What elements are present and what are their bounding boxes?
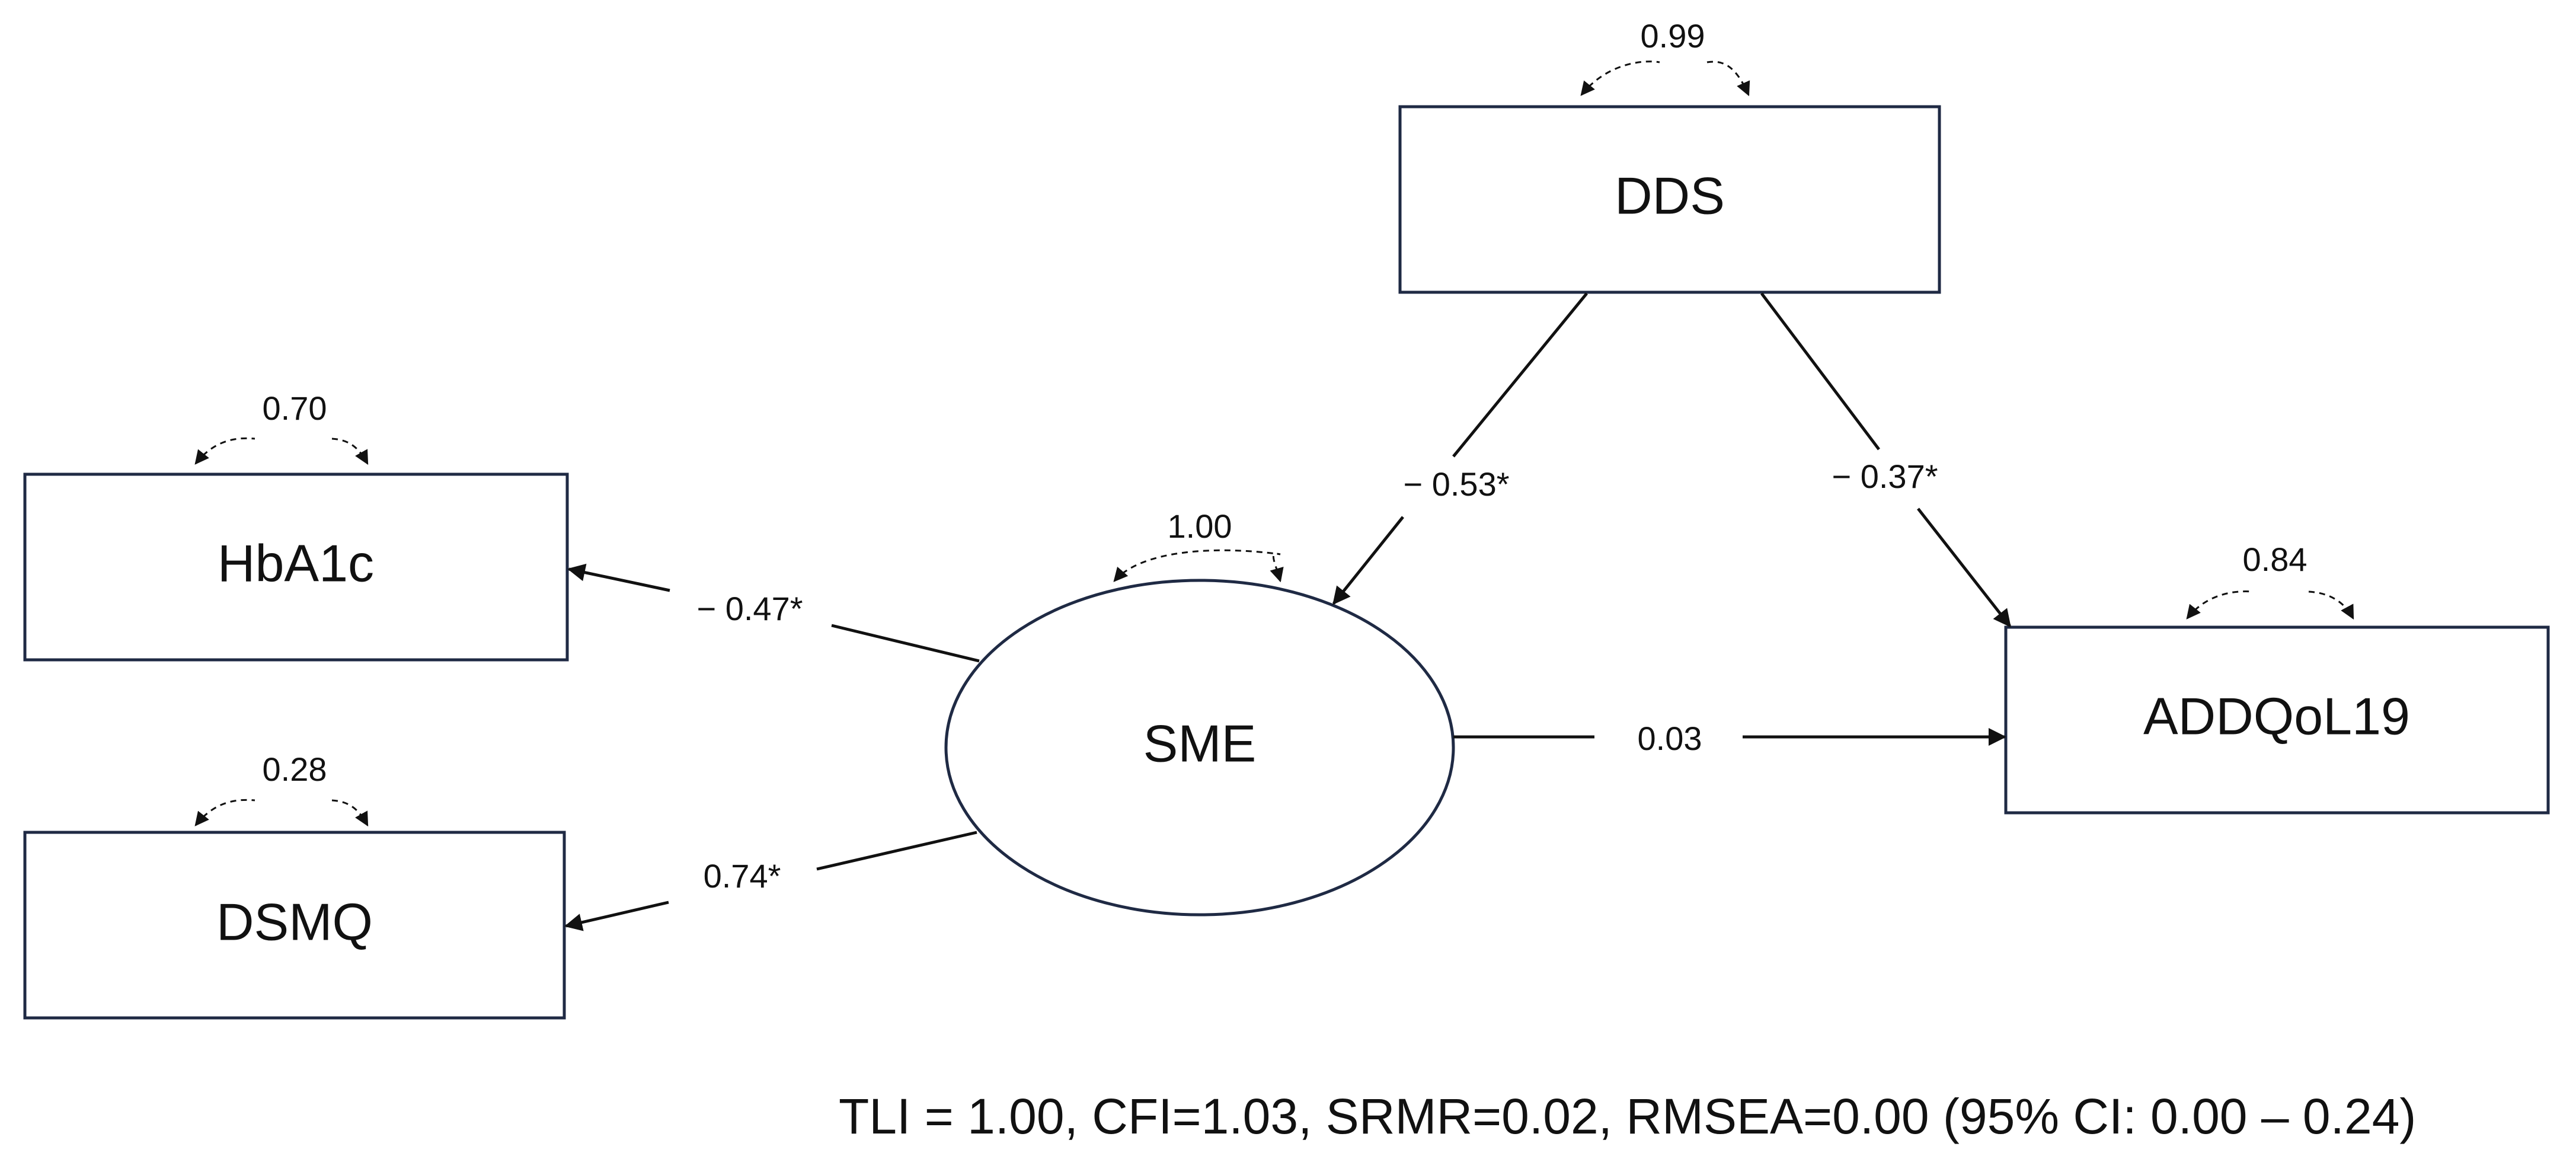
path-dds-to-addqol: − 0.37*	[1760, 292, 2011, 628]
variance-hba1c: 0.70	[194, 389, 369, 465]
variance-addqol: 0.84	[2186, 541, 2354, 620]
node-dds: DDS	[1398, 105, 1941, 294]
path-sme-to-dsmq-label: 0.74*	[704, 857, 781, 895]
path-dds-to-sme-label: − 0.53*	[1403, 465, 1509, 503]
node-dds-label: DDS	[1615, 166, 1725, 225]
node-addqol-label: ADDQoL19	[2143, 687, 2410, 745]
variance-sme: 1.00	[1113, 507, 1284, 583]
path-sme-to-hba1c: − 0.47*	[567, 563, 980, 663]
variance-dds-label: 0.99	[1641, 17, 1705, 55]
node-hba1c-label: HbA1c	[218, 534, 374, 592]
path-dds-to-sme: − 0.53*	[1332, 292, 1588, 605]
node-addqol: ADDQoL19	[2004, 625, 2550, 815]
path-sme-to-hba1c-label: − 0.47*	[696, 590, 803, 627]
path-sme-to-addqol-label: 0.03	[1638, 720, 1702, 757]
variance-dsmq-label: 0.28	[263, 751, 327, 788]
node-dsmq: DSMQ	[23, 831, 566, 1020]
variance-sme-label: 1.00	[1168, 507, 1232, 545]
path-dds-to-addqol-label: − 0.37*	[1832, 458, 1938, 495]
node-dsmq-label: DSMQ	[216, 892, 373, 951]
path-sme-to-dsmq: 0.74*	[564, 831, 977, 931]
node-sme: SME	[944, 579, 1455, 917]
variance-addqol-label: 0.84	[2243, 541, 2307, 578]
node-hba1c: HbA1c	[23, 472, 569, 662]
variance-hba1c-label: 0.70	[263, 389, 327, 427]
variance-dsmq: 0.28	[194, 751, 369, 827]
fit-indices-text: TLI = 1.00, CFI=1.03, SRMR=0.02, RMSEA=0…	[839, 1088, 2416, 1144]
variance-dds: 0.99	[1580, 17, 1750, 97]
node-sme-label: SME	[1143, 714, 1257, 772]
path-sme-to-addqol: 0.03	[1453, 720, 2006, 757]
